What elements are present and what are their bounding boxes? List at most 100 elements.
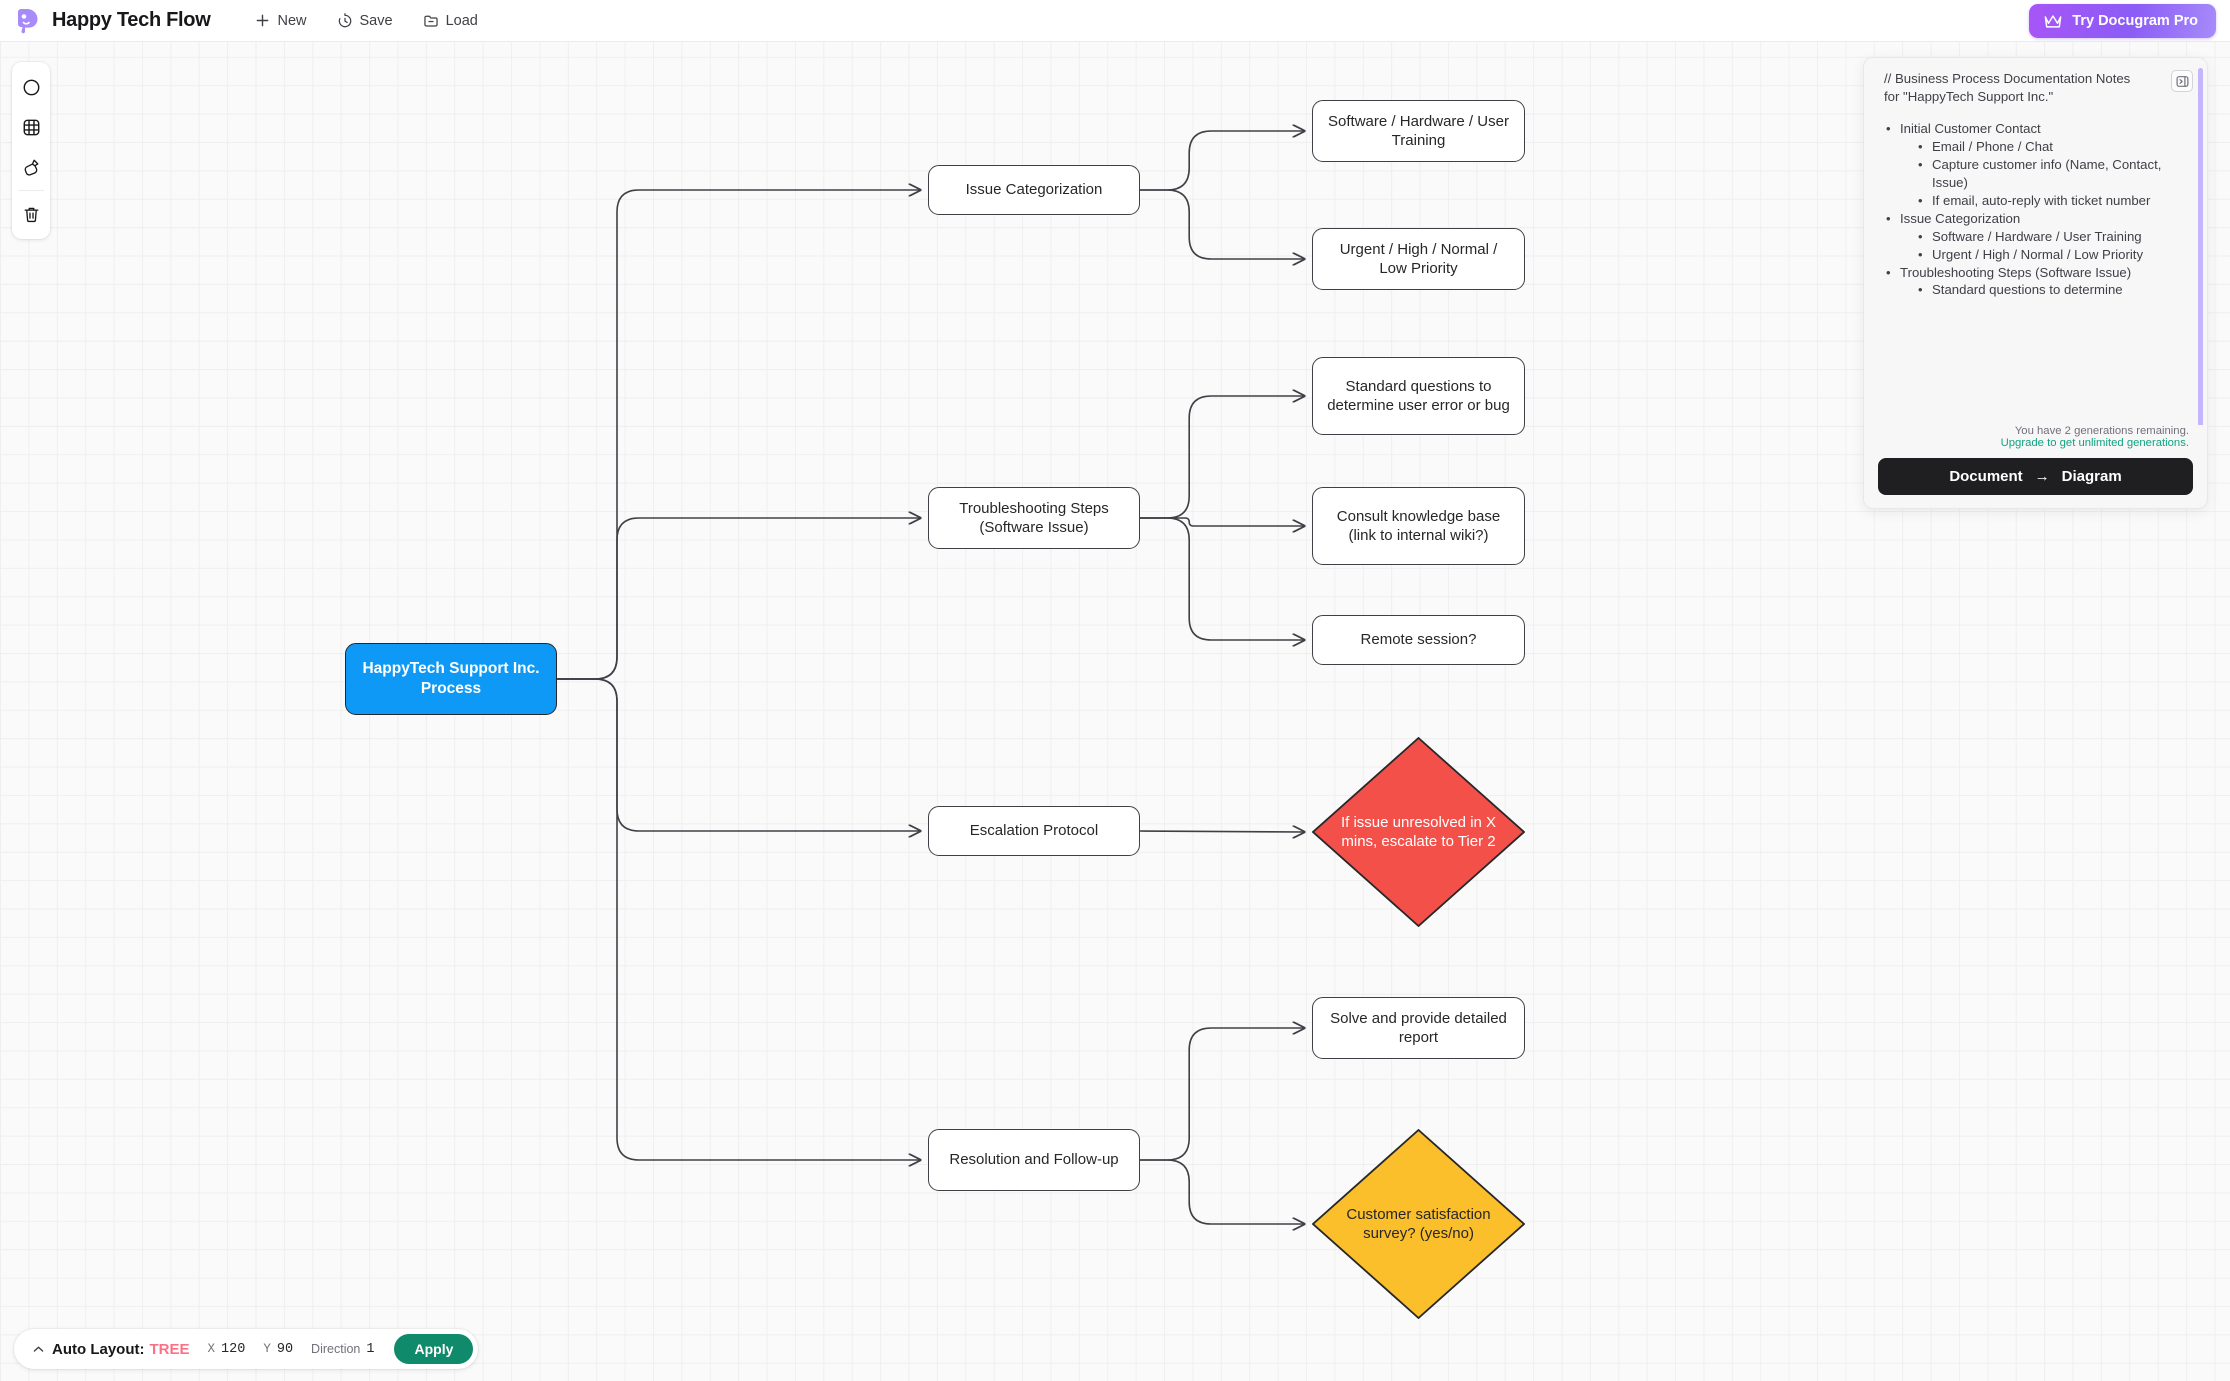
diagram-node-diamond[interactable]: If issue unresolved in X mins, escalate …: [1312, 737, 1525, 927]
notes-outline-sublist: Software / Hardware / User TrainingUrgen…: [1916, 228, 2189, 264]
notes-outline-sublist: Email / Phone / ChatCapture customer inf…: [1916, 138, 2189, 210]
toolbar-divider: [18, 190, 44, 191]
auto-layout-mode[interactable]: TREE: [149, 1340, 190, 1358]
new-button[interactable]: New: [246, 8, 315, 34]
diagram-node-rect[interactable]: Escalation Protocol: [928, 806, 1140, 856]
direction-key-label: Direction: [311, 1342, 361, 1356]
y-key-label: Y: [263, 1342, 271, 1356]
diagram-edge[interactable]: [557, 190, 920, 680]
save-button[interactable]: Save: [328, 8, 402, 34]
diagram-node-label: Solve and provide detailed report: [1330, 1009, 1507, 1046]
upgrade-link[interactable]: Upgrade to get unlimited generations.: [2000, 437, 2189, 449]
plus-icon: [257, 14, 269, 27]
arrow-right-icon: →: [2034, 468, 2050, 485]
cursor-hand-icon: [24, 159, 38, 176]
delete-tool[interactable]: [12, 194, 50, 234]
diagram-node-label: Software / Hardware / User Training: [1328, 112, 1509, 149]
doc2diagram-right-label: Diagram: [2061, 468, 2122, 485]
diagram-node-label: Remote session?: [1360, 631, 1477, 649]
notes-outline-subitem: Standard questions to determine: [1916, 281, 2189, 299]
diagram-node-rect[interactable]: Urgent / High / Normal / Low Priority: [1312, 228, 1525, 290]
generations-remaining-text: You have 2 generations remaining.: [2014, 425, 2189, 437]
diagram-node-rect[interactable]: Resolution and Follow-up: [928, 1129, 1140, 1191]
diagram-node-label: If issue unresolved in X mins, escalate …: [1340, 813, 1497, 851]
diagram-node-label: Escalation Protocol: [969, 822, 1099, 840]
notes-outline-subitem: Software / Hardware / User Training: [1916, 228, 2189, 246]
notes-outline: Initial Customer ContactEmail / Phone / …: [1884, 120, 2189, 300]
shape-circle-tool[interactable]: [12, 67, 50, 107]
diagram-edge[interactable]: [557, 678, 920, 1160]
notes-outline-item: Initial Customer ContactEmail / Phone / …: [1884, 120, 2189, 210]
document-to-diagram-button[interactable]: Document → Diagram: [1878, 458, 2193, 495]
diagram-node-rect[interactable]: Troubleshooting Steps (Software Issue): [928, 487, 1140, 549]
diagram-edge[interactable]: [1140, 1159, 1304, 1224]
notes-outline-subitem: Urgent / High / Normal / Low Priority: [1916, 246, 2189, 264]
direction-value[interactable]: 1: [366, 1341, 375, 1357]
notes-outline-subitem: If email, auto-reply with ticket number: [1916, 192, 2189, 210]
diagram-node-label: Resolution and Follow-up: [949, 1151, 1119, 1169]
diagram-node-label: Standard questions to determine user err…: [1327, 377, 1510, 414]
document-notes-panel: // Business Process Documentation Notes …: [1863, 57, 2208, 509]
diagram-edge[interactable]: [1140, 517, 1304, 640]
diagram-edge[interactable]: [1140, 189, 1304, 259]
page-title: Happy Tech Flow: [52, 9, 211, 31]
diagram-node-rect[interactable]: Software / Hardware / User Training: [1312, 100, 1525, 162]
y-value[interactable]: 90: [276, 1341, 294, 1357]
new-button-label: New: [277, 12, 307, 29]
notes-footer: You have 2 generations remaining. Upgrad…: [1864, 425, 2207, 508]
circle-icon: [23, 79, 39, 95]
top-toolbar: Happy Tech Flow New Save Load: [0, 0, 2230, 42]
apply-button[interactable]: Apply: [394, 1334, 474, 1364]
diagram-edge[interactable]: [1140, 517, 1304, 526]
pointer-tool[interactable]: [12, 147, 50, 187]
diagram-node-label: Customer satisfaction survey? (yes/no): [1346, 1205, 1491, 1243]
x-key-label: X: [207, 1342, 216, 1356]
notes-header-text: // Business Process Documentation Notes …: [1884, 71, 2131, 104]
diagram-node-rect[interactable]: Standard questions to determine user err…: [1312, 357, 1525, 435]
grid-icon: [23, 119, 39, 135]
shape-toolbar: [12, 62, 50, 239]
notes-outline-subitem: Capture customer info (Name, Contact, Is…: [1916, 156, 2189, 192]
notes-scroll-area[interactable]: // Business Process Documentation Notes …: [1864, 58, 2207, 425]
diagram-node-label: Consult knowledge base (link to internal…: [1336, 507, 1501, 544]
load-button[interactable]: Load: [414, 8, 487, 34]
folder-icon: [423, 15, 438, 27]
diamond-shape: [1312, 1129, 1525, 1319]
auto-layout-label: Auto Layout:: [52, 1340, 145, 1358]
diagram-edge[interactable]: [1140, 1028, 1304, 1161]
diagram-node-root[interactable]: HappyTech Support Inc. Process: [345, 643, 557, 715]
auto-layout-x-field[interactable]: X 120: [208, 1342, 246, 1357]
diamond-shape: [1312, 737, 1525, 927]
diagram-edge[interactable]: [1140, 396, 1304, 519]
happy-flow-logo-icon: [18, 8, 38, 33]
try-docugram-pro-button[interactable]: Try Docugram Pro: [2029, 4, 2216, 38]
diagram-node-label: HappyTech Support Inc. Process: [362, 660, 540, 697]
x-value[interactable]: 120: [221, 1341, 246, 1357]
grid-tool[interactable]: [12, 107, 50, 147]
diagram-node-rect[interactable]: Remote session?: [1312, 615, 1525, 665]
notes-outline-sublist: Standard questions to determine: [1916, 281, 2189, 299]
diagram-node-rect[interactable]: Solve and provide detailed report: [1312, 997, 1525, 1059]
notes-outline-subitem: Email / Phone / Chat: [1916, 138, 2189, 156]
auto-layout-bar: Auto Layout: TREE X 120 Y 90 Direction 1…: [14, 1329, 479, 1369]
diagram-edge[interactable]: [1140, 131, 1304, 191]
try-docugram-pro-label: Try Docugram Pro: [2072, 13, 2198, 29]
diagram-edge[interactable]: [1139, 831, 1304, 832]
notes-scrollbar[interactable]: [2198, 68, 2203, 425]
diagram-node-diamond[interactable]: Customer satisfaction survey? (yes/no): [1312, 1129, 1525, 1319]
notes-outline-item: Troubleshooting Steps (Software Issue)St…: [1884, 264, 2189, 300]
diagram-node-rect[interactable]: Consult knowledge base (link to internal…: [1312, 487, 1525, 565]
diagram-edge[interactable]: [557, 678, 920, 831]
diagram-node-rect[interactable]: Issue Categorization: [928, 165, 1140, 215]
notes-outline-item-label: Troubleshooting Steps (Software Issue): [1900, 264, 2132, 280]
chevron-up-icon[interactable]: [32, 1343, 45, 1356]
auto-layout-direction-field[interactable]: Direction 1: [311, 1342, 374, 1357]
diagram-edge[interactable]: [557, 518, 920, 680]
auto-layout-y-field[interactable]: Y 90: [263, 1342, 293, 1357]
notes-outline-item-label: Issue Categorization: [1900, 210, 2021, 226]
diagram-node-label: Issue Categorization: [965, 181, 1103, 199]
doc2diagram-left-label: Document: [1949, 468, 2023, 485]
panel-collapse-icon[interactable]: [2171, 70, 2193, 92]
